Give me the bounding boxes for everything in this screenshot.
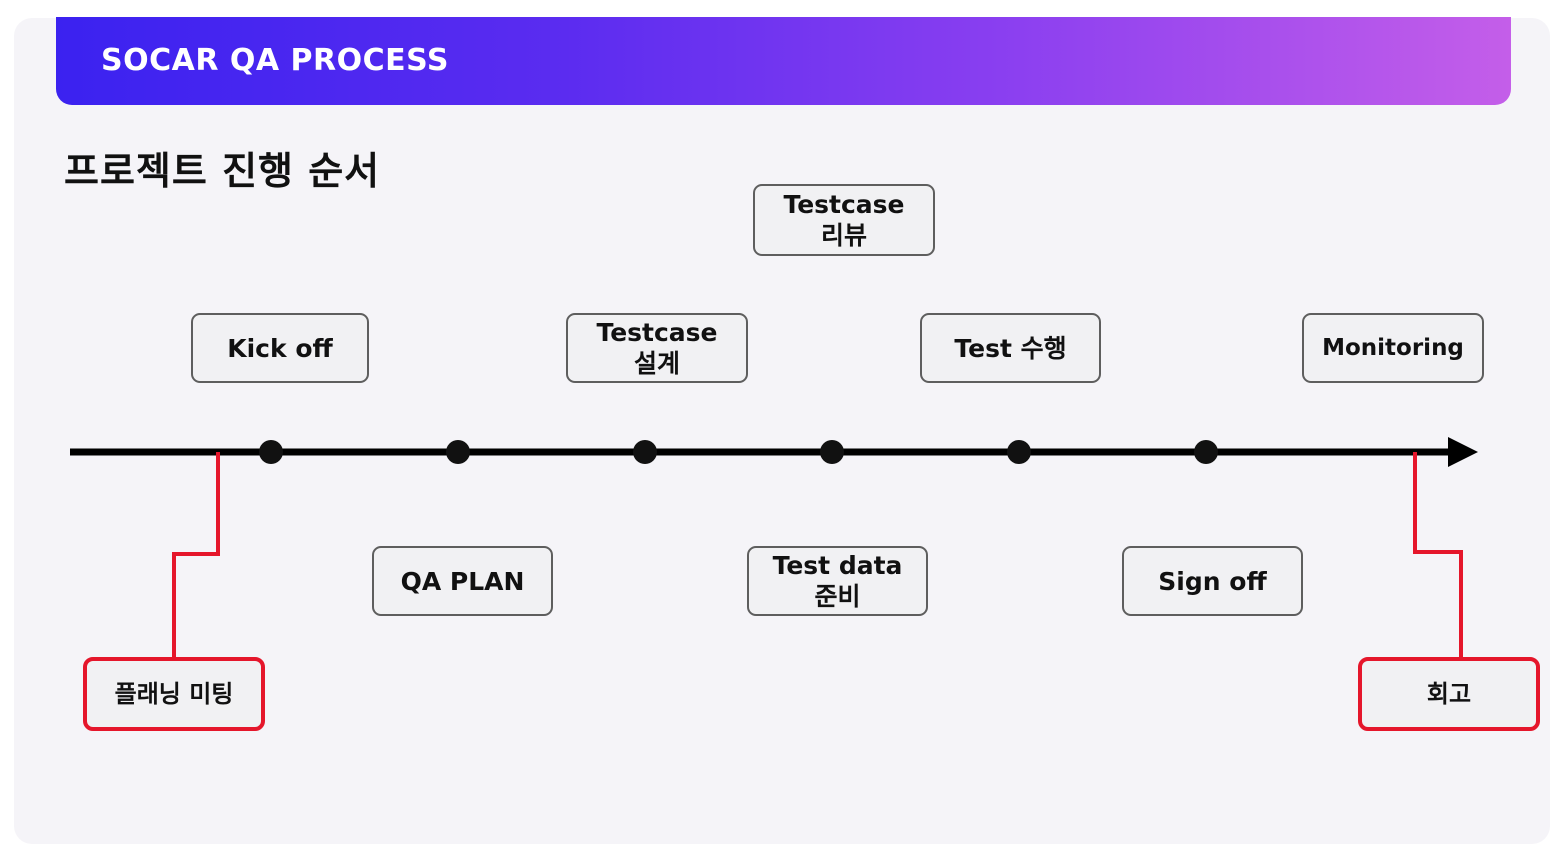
header-title: SOCAR QA PROCESS: [101, 43, 450, 78]
step-testcase-design: Testcase 설계: [566, 313, 748, 383]
step-qa-plan: QA PLAN: [372, 546, 553, 616]
timeline-arrowhead: [1448, 437, 1478, 467]
milestone-dot: [820, 440, 844, 464]
step-monitoring: Monitoring: [1302, 313, 1484, 383]
step-sign-off: Sign off: [1122, 546, 1303, 616]
section-title: 프로젝트 진행 순서: [64, 149, 381, 193]
step-testcase-review: Testcase 리뷰: [753, 184, 935, 256]
callout-planning-meeting: 플래닝 미팅: [83, 657, 265, 731]
milestone-dot: [1007, 440, 1031, 464]
header-banner: SOCAR QA PROCESS: [56, 17, 1511, 105]
milestone-dot: [259, 440, 283, 464]
milestone-dot: [1194, 440, 1218, 464]
milestone-dot: [446, 440, 470, 464]
callout-retrospective: 회고: [1358, 657, 1540, 731]
retro-connector: [1413, 452, 1463, 660]
step-test-data: Test data 준비: [747, 546, 928, 616]
step-test-execution: Test 수행: [920, 313, 1101, 383]
milestone-dot: [633, 440, 657, 464]
slide: [14, 18, 1550, 844]
step-kickoff: Kick off: [191, 313, 369, 383]
planning-connector: [172, 452, 220, 660]
